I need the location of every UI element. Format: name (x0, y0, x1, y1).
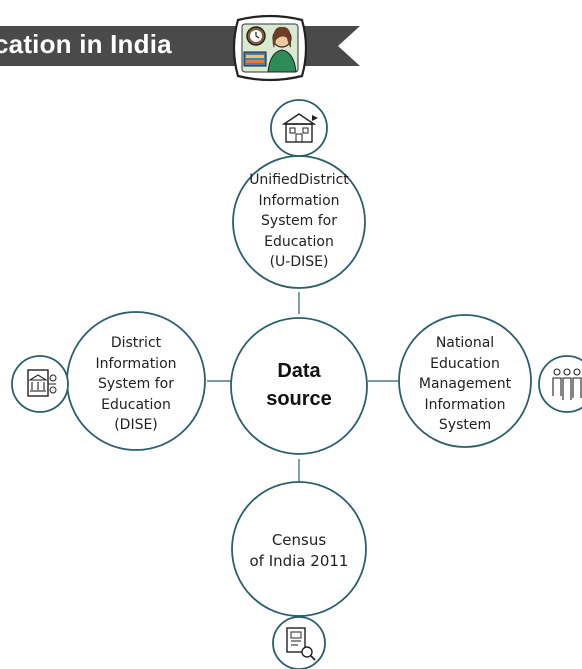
node-left-line: District (110, 335, 162, 351)
node-left-line: Education (101, 396, 171, 413)
node-top-line: UnifiedDistrict (249, 172, 349, 188)
school-building-icon (270, 99, 328, 157)
center-label-line1: Data (277, 360, 321, 382)
node-top-line: Education (264, 233, 334, 250)
center-label-line2: source (266, 388, 332, 410)
node-top-line: Information (258, 192, 340, 209)
node-bottom-line: of India 2011 (249, 552, 349, 570)
node-right-line: National (435, 335, 495, 351)
node-top-label: UnifiedDistrict Information System for E… (239, 170, 359, 273)
node-left-label: District Information System for Educatio… (76, 333, 196, 436)
banner-title: cation in India (0, 29, 172, 59)
node-top-line: (U-DISE) (269, 254, 329, 270)
center-label: Data source (249, 357, 349, 413)
students-teacher-icon (538, 355, 582, 413)
teacher-classroom-icon (232, 14, 308, 82)
node-right-circle (398, 314, 532, 448)
node-left-line: (DISE) (114, 417, 158, 433)
node-right-line: Information (424, 396, 506, 413)
node-bottom-label: Census of India 2011 (234, 530, 364, 572)
node-left-line: Information (95, 355, 177, 372)
node-center-circle (230, 317, 368, 455)
government-document-icon (11, 355, 69, 413)
document-search-icon (272, 616, 326, 669)
node-left-line: System for (98, 376, 174, 392)
node-bottom-line: Census (271, 531, 327, 549)
node-right-line: Education (430, 355, 500, 372)
node-right-line: System (438, 417, 492, 433)
node-top-line: System for (261, 213, 337, 229)
node-right-line: Management (418, 376, 512, 392)
node-right-label: National Education Management Informatio… (405, 333, 525, 436)
node-bottom-circle (231, 481, 367, 617)
